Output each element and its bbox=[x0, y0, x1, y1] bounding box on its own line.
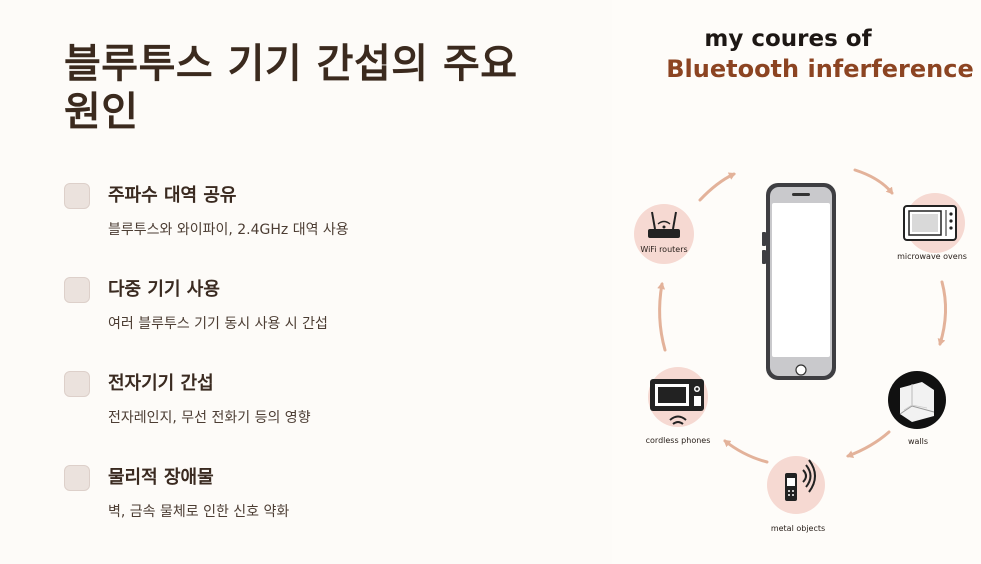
figure-title: my coures of bbox=[704, 26, 872, 52]
cordless-phone-icon bbox=[648, 367, 708, 427]
cause-title: 다중 기기 사용 bbox=[108, 279, 220, 300]
node-label-metal: metal objects bbox=[770, 524, 826, 533]
cause-list: 주파수 대역 공유 블루투스와 와이파이, 2.4GHz 대역 사용 다중 기기… bbox=[62, 178, 562, 554]
page-title: 블루투스 기기 간섭의 주요 원인 bbox=[64, 41, 518, 135]
cause-checkbox[interactable] bbox=[64, 183, 90, 209]
list-item: 전자기기 간섭 전자레인지, 무선 전화기 등의 영향 bbox=[62, 366, 562, 460]
wifi-router-icon bbox=[634, 204, 694, 264]
interference-figure: my coures of Bluetooth inferference bbox=[612, 0, 981, 564]
cause-description: 블루투스와 와이파이, 2.4GHz 대역 사용 bbox=[108, 222, 349, 238]
cause-title: 물리적 장애물 bbox=[108, 467, 214, 488]
cause-description: 여러 블루투스 기기 동시 사용 시 간섭 bbox=[108, 316, 328, 332]
node-label-wifi: WiFi routers bbox=[640, 245, 688, 254]
arrow-phones-to-wifi bbox=[657, 282, 667, 352]
list-item: 다중 기기 사용 여러 블루투스 기기 동시 사용 시 간섭 bbox=[62, 272, 562, 366]
arrow-wifi-to-top bbox=[698, 172, 736, 202]
figure-subtitle: Bluetooth inferference bbox=[666, 55, 974, 83]
figure-diagram bbox=[634, 168, 965, 514]
microwave-icon bbox=[903, 193, 965, 253]
metal-object-icon bbox=[767, 456, 825, 514]
cycle-arrows bbox=[657, 168, 947, 464]
cause-checkbox[interactable] bbox=[64, 277, 90, 303]
cause-checkbox[interactable] bbox=[64, 465, 90, 491]
list-item: 주파수 대역 공유 블루투스와 와이파이, 2.4GHz 대역 사용 bbox=[62, 178, 562, 272]
node-label-phones: cordless phones bbox=[645, 436, 711, 445]
arrow-top-to-microwave bbox=[853, 168, 894, 195]
list-item: 물리적 장애물 벽, 금속 물체로 인한 신호 약화 bbox=[62, 460, 562, 554]
arrow-walls-to-metal bbox=[846, 430, 891, 458]
arrow-microwave-to-walls bbox=[937, 280, 947, 346]
node-label-microwave: microwave ovens bbox=[897, 252, 967, 261]
node-label-walls: walls bbox=[907, 437, 929, 446]
cause-title: 주파수 대역 공유 bbox=[108, 185, 237, 206]
cause-checkbox[interactable] bbox=[64, 371, 90, 397]
wall-icon bbox=[888, 371, 946, 429]
cause-title: 전자기기 간섭 bbox=[108, 373, 214, 394]
smartphone-icon bbox=[762, 183, 836, 380]
cause-description: 벽, 금속 물체로 인한 신호 약화 bbox=[108, 504, 290, 520]
cause-description: 전자레인지, 무선 전화기 등의 영향 bbox=[108, 410, 311, 426]
arrow-metal-to-phones bbox=[723, 439, 769, 464]
